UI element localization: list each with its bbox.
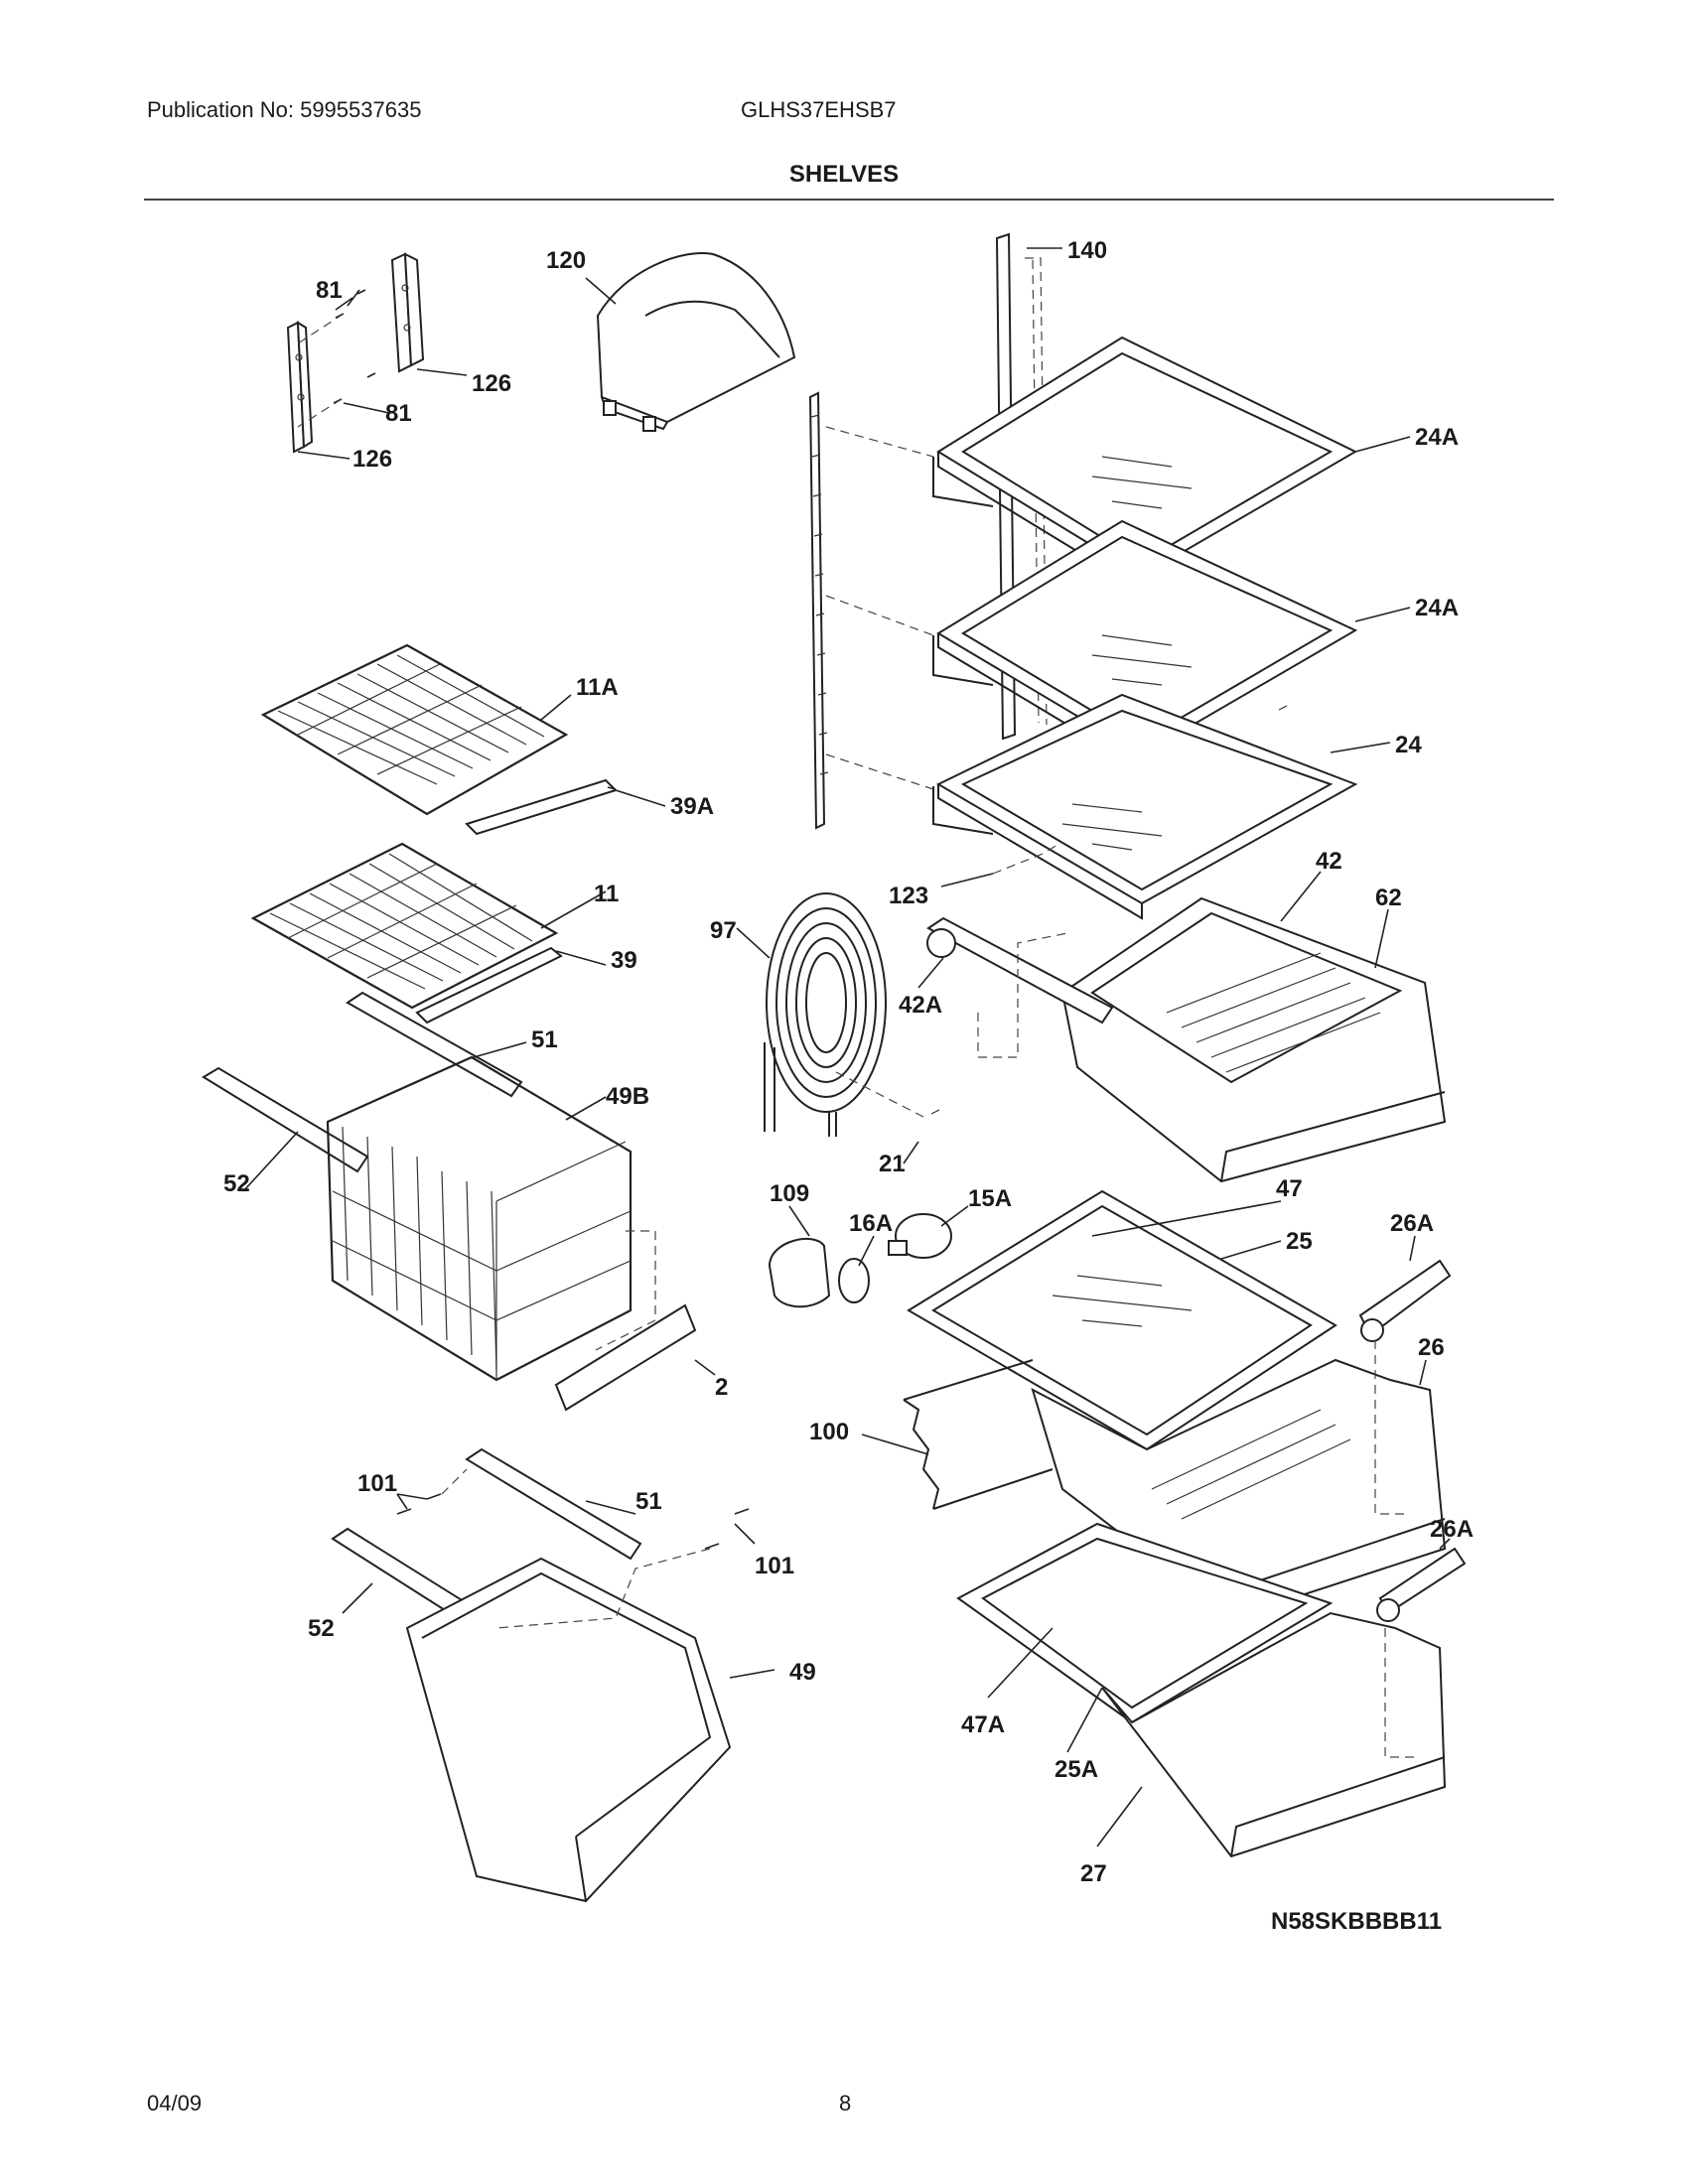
rail-52-upper	[202, 1066, 369, 1173]
callout-21: 21	[879, 1151, 906, 1177]
callout-27: 27	[1080, 1860, 1107, 1887]
callout-140: 140	[1067, 237, 1107, 264]
wire-shelf-11	[250, 842, 559, 1010]
callout-24A-upper: 24A	[1415, 424, 1459, 451]
callout-25A: 25A	[1055, 1756, 1098, 1783]
callout-52-upper: 52	[223, 1170, 250, 1197]
callout-11: 11	[594, 881, 619, 907]
bulb-15A	[888, 1213, 952, 1259]
callout-24A-middle: 24A	[1415, 595, 1459, 621]
bin-49	[405, 1557, 732, 1903]
callout-24: 24	[1395, 732, 1422, 758]
callout-101-lower: 101	[755, 1553, 794, 1579]
handle-2	[554, 1303, 697, 1412]
callout-123: 123	[889, 883, 928, 909]
coil-97	[764, 892, 887, 1137]
bracket-26A-upper	[1358, 1259, 1452, 1342]
callout-15A: 15A	[968, 1185, 1012, 1212]
callout-49B: 49B	[606, 1083, 649, 1110]
publication-number: Publication No: 5995537635	[147, 97, 422, 122]
callout-39: 39	[611, 947, 637, 974]
socket-16A	[838, 1258, 870, 1303]
callout-81-lower: 81	[385, 400, 412, 427]
cover-25A	[956, 1522, 1334, 1724]
diagram-code: N58SKBBBB11	[1271, 1908, 1443, 1935]
basket-49B	[326, 1055, 633, 1382]
callout-126-lower: 126	[352, 446, 392, 473]
callout-42: 42	[1316, 848, 1342, 875]
callout-52-lower: 52	[308, 1615, 335, 1642]
bracket-26A-lower	[1376, 1547, 1467, 1622]
callout-62: 62	[1375, 885, 1402, 911]
callout-11A: 11A	[576, 674, 619, 701]
header-divider	[144, 199, 1554, 201]
callout-26A-upper: 26A	[1390, 1210, 1434, 1237]
drawer-27	[1101, 1611, 1447, 1858]
callout-49: 49	[789, 1659, 816, 1686]
callout-51-lower: 51	[635, 1488, 662, 1515]
callout-42A: 42A	[899, 992, 942, 1019]
callout-47A: 47A	[961, 1711, 1005, 1738]
callout-2: 2	[715, 1374, 728, 1401]
rail-42A	[926, 916, 1114, 1024]
callout-26: 26	[1418, 1334, 1445, 1361]
section-title: SHELVES	[788, 161, 900, 188]
rail-51-lower	[465, 1447, 642, 1561]
shelf-24A-upper	[932, 336, 1358, 593]
callout-16A: 16A	[849, 1210, 893, 1237]
callout-26A-lower: 26A	[1430, 1516, 1474, 1543]
callout-47: 47	[1276, 1175, 1303, 1202]
shelf-ladder-rail	[808, 391, 826, 830]
page-number: 8	[839, 2091, 852, 2116]
callout-101-upper: 101	[357, 1470, 397, 1497]
callout-100: 100	[809, 1419, 849, 1445]
wire-shelf-11A	[260, 643, 569, 816]
callout-51-upper: 51	[531, 1026, 558, 1053]
callout-81-upper: 81	[316, 277, 343, 304]
trim-39	[415, 946, 563, 1024]
light-housing-109	[768, 1237, 831, 1308]
callout-97: 97	[710, 917, 737, 944]
shelf-24-lower	[932, 693, 1358, 920]
drawer-62	[1060, 896, 1447, 1183]
model-number: GLHS37EHSB7	[741, 97, 897, 122]
callout-120: 120	[546, 247, 586, 274]
trim-39A	[465, 778, 618, 836]
callout-25: 25	[1286, 1228, 1313, 1255]
part-120-bin	[596, 252, 796, 432]
shelf-24A-middle	[932, 519, 1358, 771]
bracket-126-upper	[390, 252, 425, 373]
cover-25	[907, 1189, 1337, 1451]
callout-109: 109	[770, 1180, 809, 1207]
footer-date: 04/09	[147, 2091, 203, 2116]
panel-100	[903, 1359, 1054, 1510]
bracket-126-lower	[286, 321, 314, 454]
screws-101	[396, 1493, 750, 1550]
callout-39A: 39A	[670, 793, 714, 820]
screws-81	[297, 289, 376, 428]
callout-126-upper: 126	[472, 370, 511, 397]
